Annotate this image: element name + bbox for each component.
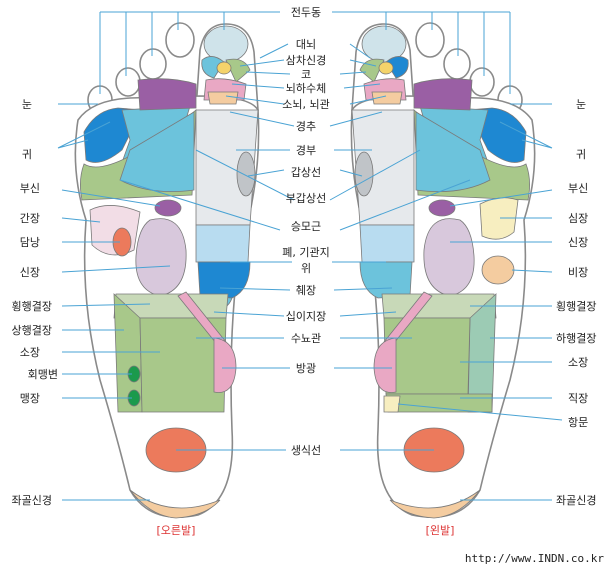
- label-ear-right: 귀: [576, 148, 586, 161]
- caption-left-foot: [왼발]: [426, 523, 455, 537]
- label-cerebrum: 대뇌: [296, 38, 316, 51]
- label-eye-left: 눈: [22, 98, 32, 111]
- left-cervical-zone: [371, 91, 403, 105]
- label-pituitary: 뇌하수체: [286, 81, 326, 95]
- label-sciatic-right: 좌골신경: [556, 494, 596, 507]
- left-heart-zone: [479, 197, 519, 240]
- label-heart: 심장: [568, 212, 588, 225]
- label-spleen: 비장: [568, 266, 588, 279]
- left-parathyroid-zone: [354, 151, 374, 197]
- label-cervical: 경추: [296, 120, 316, 133]
- right-label-column: 눈 귀 부신 심장 신장 비장 횡행결장 하행결장 소장 직장 항문 좌골신경: [556, 98, 596, 507]
- right-cervical-zone: [207, 91, 239, 105]
- label-rectum: 직장: [568, 392, 588, 405]
- caption-right-foot: [오른발]: [157, 524, 196, 537]
- label-kidney-left: 신장: [20, 266, 40, 279]
- label-bladder: 방광: [296, 362, 316, 375]
- label-stomach: 위: [301, 262, 311, 275]
- source-url: http://www.INDN.co.kr: [465, 552, 604, 565]
- left-foot-toe-2: [415, 22, 445, 58]
- right-foot: [74, 22, 260, 519]
- label-trapezius: 승모근: [291, 220, 321, 233]
- label-liver: 간장: [20, 212, 40, 225]
- left-stomach-zone: [359, 224, 415, 263]
- right-kidney-zone: [135, 218, 187, 297]
- left-bladder-zone: [373, 337, 397, 393]
- left-adrenal-zone: [428, 199, 456, 217]
- leader-lines: [57, 11, 563, 501]
- left-label-column: 눈 귀 부신 간장 담낭 신장 횡행결장 상행결장 소장 회맹변 맹장 좌골신경: [12, 98, 58, 507]
- left-spleen-zone: [481, 255, 515, 285]
- left-neck-zone: [413, 78, 473, 111]
- right-sciatic-zone: [129, 489, 221, 519]
- right-parathyroid-zone: [236, 151, 256, 197]
- label-ascending-colon: 상행결장: [12, 324, 52, 337]
- label-small-intestine-right: 소장: [568, 356, 588, 369]
- right-neck-zone: [137, 78, 197, 111]
- left-anus-zone: [383, 395, 401, 413]
- right-pituitary-zone: [216, 61, 232, 75]
- right-bladder-zone: [213, 337, 237, 393]
- left-nose-zone: [359, 58, 385, 83]
- label-gonad: 생식선: [291, 444, 321, 457]
- label-cerebellum: 소뇌, 뇌관: [282, 98, 329, 111]
- label-frontal-sinus: 전두동: [291, 6, 321, 19]
- label-neck: 경부: [296, 144, 316, 157]
- left-kidney-zone: [423, 218, 475, 297]
- label-transverse-colon-left: 횡행결장: [12, 300, 52, 313]
- label-ureter: 수뇨관: [291, 332, 321, 345]
- label-sciatic-left: 좌골신경: [12, 494, 52, 507]
- left-sciatic-zone: [389, 489, 481, 519]
- left-foot-toe-4: [469, 67, 495, 97]
- right-adrenal-zone: [154, 199, 182, 217]
- left-lung-zone: [415, 111, 491, 192]
- captions: [오른발] [왼발] http://www.INDN.co.kr: [157, 523, 605, 565]
- label-nose: 코: [301, 68, 311, 81]
- label-lung: 폐, 기관지: [282, 246, 329, 259]
- label-trigeminal: 삼차신경: [286, 54, 326, 67]
- label-parathyroid: 부갑상선: [286, 192, 326, 205]
- right-foot-toe-2: [165, 22, 195, 58]
- label-kidney-right: 신장: [568, 236, 588, 249]
- right-stomach-zone: [195, 224, 251, 263]
- left-foot-toe-3: [443, 48, 471, 80]
- left-pancreas-zone: [359, 261, 413, 299]
- right-foot-toe-3: [139, 48, 167, 80]
- label-small-intestine-left: 소장: [20, 346, 40, 359]
- label-adrenal-right: 부신: [568, 182, 588, 195]
- right-nose-zone: [225, 58, 251, 83]
- label-transverse-colon-right: 횡행결장: [556, 300, 596, 313]
- label-eye-right: 눈: [576, 98, 586, 111]
- label-ileocecal: 회맹변: [28, 368, 58, 381]
- center-label-column: 전두동 대뇌 삼차신경 코 뇌하수체 소뇌, 뇌관 경추 경부 갑상선 부갑상선…: [282, 6, 329, 457]
- label-adrenal-left: 부신: [20, 182, 40, 195]
- left-rectum-zone: [385, 393, 493, 413]
- left-foot: [350, 22, 536, 519]
- label-descending-colon: 하행결장: [556, 331, 596, 345]
- label-duodenum: 십이지장: [286, 310, 326, 323]
- label-anus: 항문: [568, 416, 588, 429]
- left-pituitary-zone: [378, 61, 394, 75]
- label-pancreas: 췌장: [296, 284, 316, 297]
- label-gallbladder: 담낭: [20, 236, 40, 249]
- label-thyroid: 갑상선: [291, 166, 321, 179]
- right-foot-toe-4: [115, 67, 141, 97]
- right-pancreas-zone: [197, 261, 251, 299]
- label-appendix: 맹장: [20, 392, 40, 405]
- label-ear-left: 귀: [22, 148, 32, 161]
